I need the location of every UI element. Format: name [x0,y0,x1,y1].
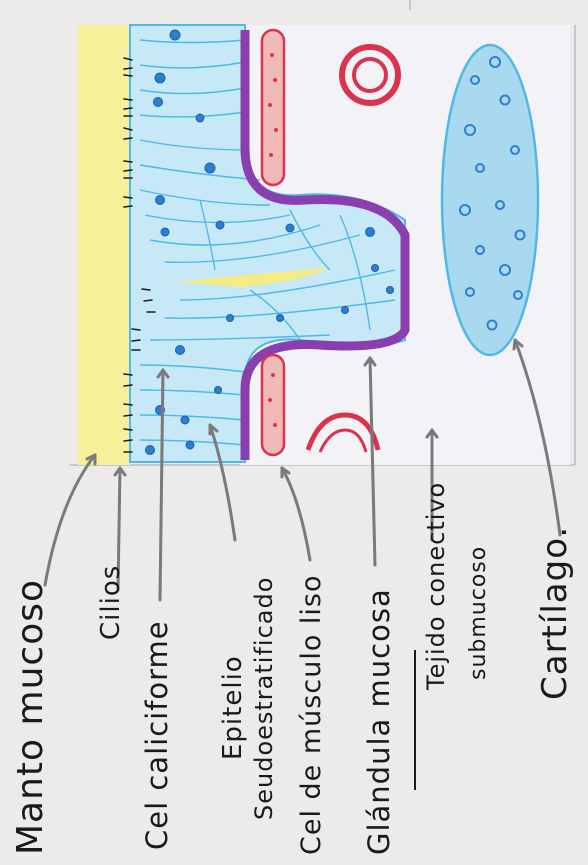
nucleus [176,346,185,355]
mucus-layer [78,25,130,465]
label-seudoestratificado: Seudoestratificado [250,577,278,820]
label-cel-caliciforme: Cel caliciforme [140,620,174,850]
label-musculo-liso: Cel de músculo liso [296,574,327,855]
nucleus [286,224,294,232]
label-tejido-conectivo: Tejido conectivo [422,482,450,690]
label-manto-mucoso: Manto mucoso [10,579,51,855]
nucleus [342,307,349,314]
rbc [268,103,272,107]
nucleus [372,265,379,272]
nucleus [154,98,163,107]
rbc [271,373,275,377]
rbc [268,398,272,402]
nucleus [186,441,194,449]
nucleus [181,416,189,424]
cartilage [442,45,538,355]
label-submucoso: submucoso [466,546,491,680]
nucleus [196,114,204,122]
label-cilios: Cilios [96,565,126,640]
rbc [269,153,273,157]
label-epitelio: Epitelio [218,655,248,760]
rbc [273,423,277,427]
nucleus [277,315,284,322]
rbc [274,128,278,132]
nucleus [227,315,234,322]
rbc [273,78,277,82]
nucleus [366,228,375,237]
blood-vessel-bottom [262,355,284,455]
nucleus [161,228,169,236]
nucleus [215,387,222,394]
arrow-musculo-liso [282,468,310,560]
rbc [270,53,274,57]
nucleus [387,287,394,294]
nucleus [170,30,180,40]
nucleus [205,163,215,173]
label-glandula-mucosa: Glándula mucosa [362,588,396,855]
label-cartilago: Cartílago. [535,526,575,700]
nucleus [156,196,165,205]
nucleus [146,446,155,455]
arrow-manto-mucoso [45,455,95,585]
nucleus [216,221,224,229]
nucleus [155,73,165,83]
blood-vessel-top [262,30,284,185]
